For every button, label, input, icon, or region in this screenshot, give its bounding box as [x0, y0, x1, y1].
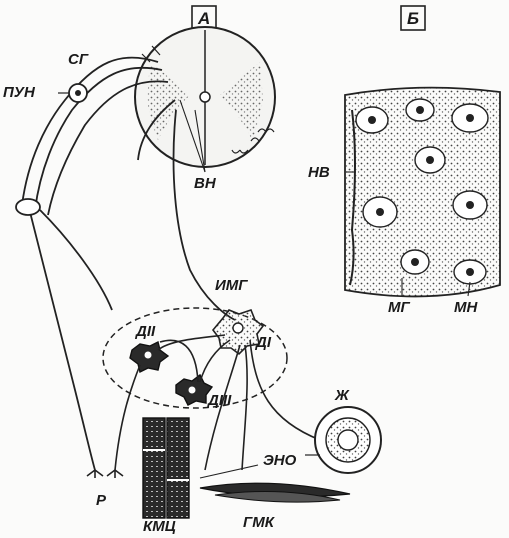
efferent-fiber: [172, 109, 236, 321]
label-kmc: КМЦ: [143, 518, 176, 535]
label-d1: ДI: [254, 334, 272, 351]
label-gmk: ГМК: [243, 514, 276, 531]
smooth-muscle-cells: [199, 482, 351, 503]
gland-acinus: [305, 406, 382, 474]
panel-b-tissue: [344, 86, 501, 298]
panel-a-label: А: [197, 9, 210, 28]
leader-lines: [179, 99, 471, 479]
intramural-ganglion-outline: [102, 307, 288, 409]
label-zh: Ж: [334, 387, 350, 404]
label-nv: НВ: [308, 164, 330, 181]
panel-b-label: Б: [407, 9, 419, 28]
neuron-processes: [86, 334, 321, 478]
sensory-ganglion: [15, 83, 88, 216]
cardiomyocytes: [142, 417, 190, 519]
label-mg: МГ: [388, 299, 410, 316]
neuron-d3: [175, 373, 214, 406]
label-mn: МН: [454, 299, 478, 316]
label-pun: ПУН: [3, 84, 36, 101]
label-d3: ДIII: [206, 392, 232, 409]
label-img: ИМГ: [215, 277, 248, 294]
spinal-cord-section: [134, 26, 276, 168]
label-vn: ВН: [194, 175, 217, 192]
label-sg: СГ: [68, 51, 89, 68]
label-d2: ДII: [134, 323, 156, 340]
label-r: Р: [96, 492, 107, 509]
label-eno: ЭНО: [263, 452, 297, 469]
panel-b-box: Б: [400, 5, 426, 31]
dorsal-root-bundle: [21, 56, 176, 471]
